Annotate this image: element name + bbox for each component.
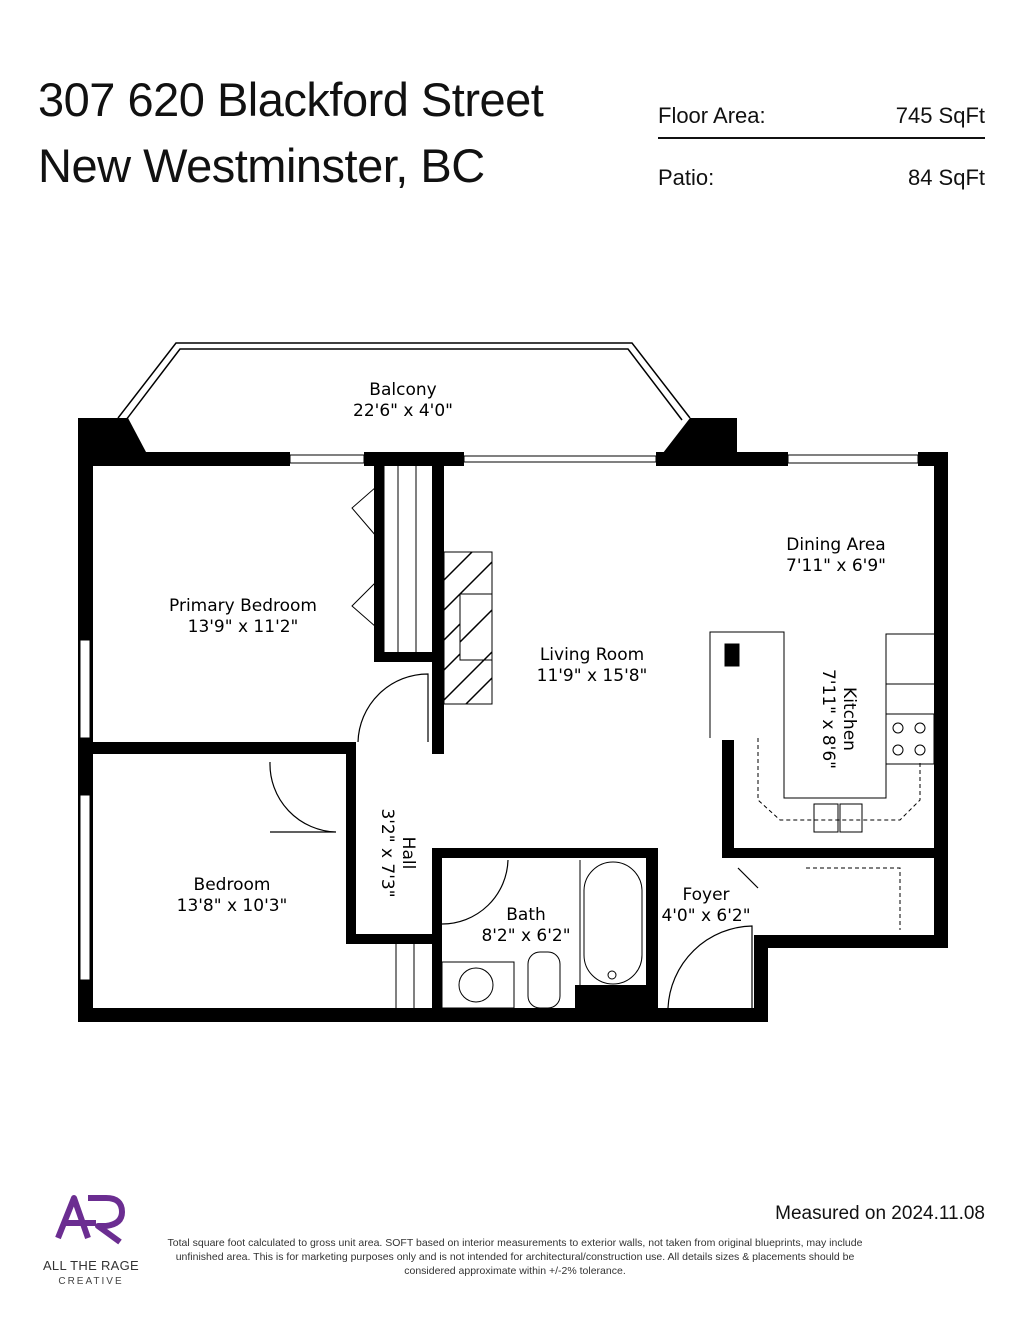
living-room-name: Living Room (540, 645, 644, 665)
kitchen (709, 631, 935, 930)
brand-name: ALL THE RAGE (42, 1258, 140, 1273)
doors (269, 673, 759, 1009)
primary-bedroom-name: Primary Bedroom (169, 596, 317, 616)
kitchen-name: Kitchen (839, 687, 859, 751)
dining-area-size: 7'11" x 6'9" (786, 556, 886, 576)
patio-value: 84 SqFt (907, 165, 985, 190)
brand-sub: CREATIVE (58, 1276, 124, 1287)
bedroom-name: Bedroom (194, 875, 271, 895)
balcony-name: Balcony (369, 380, 436, 400)
kitchen-size: 7'11" x 8'6" (818, 669, 838, 769)
bath-size: 8'2" x 6'2" (481, 926, 570, 946)
foyer-size: 4'0" x 6'2" (661, 906, 750, 926)
disclaimer: Total square foot calculated to gross un… (167, 1237, 863, 1277)
hall-label: Hall 3'2" x 7'3" (377, 808, 418, 897)
patio-row: Patio: 84 SqFt (658, 165, 985, 191)
bath-name: Bath (506, 905, 546, 925)
measured-date: Measured on 2024.11.08 (775, 1203, 985, 1224)
balcony-outline (117, 342, 691, 421)
primary-bedroom-size: 13'9" x 11'2" (188, 617, 299, 637)
floor-area-label: Floor Area: (658, 103, 766, 128)
dining-area-name: Dining Area (786, 535, 885, 555)
all-the-rage-logo (55, 1195, 125, 1245)
patio-label: Patio: (658, 165, 715, 190)
windows (79, 454, 919, 981)
hall-size: 3'2" x 7'3" (377, 808, 397, 897)
balcony-size: 22'6" x 4'0" (353, 401, 453, 421)
kitchen-label: Kitchen 7'11" x 8'6" (818, 669, 859, 769)
closet (351, 466, 417, 652)
hall-name: Hall (398, 837, 418, 870)
bedroom-size: 13'8" x 10'3" (177, 896, 288, 916)
floor-area-value: 745 SqFt (895, 103, 985, 128)
floor-plan: Balcony 22'6" x 4'0" Primary Bedroom 13'… (78, 342, 948, 1022)
address-line-2: New Westminster, BC (38, 139, 485, 192)
floor-area-row: Floor Area: 745 SqFt (658, 103, 985, 139)
foyer-name: Foyer (682, 885, 729, 905)
living-room-size: 11'9" x 15'8" (537, 666, 648, 686)
address-line-1: 307 620 Blackford Street (38, 73, 544, 126)
fireplace (443, 551, 493, 705)
bath-fixtures (395, 860, 643, 1009)
